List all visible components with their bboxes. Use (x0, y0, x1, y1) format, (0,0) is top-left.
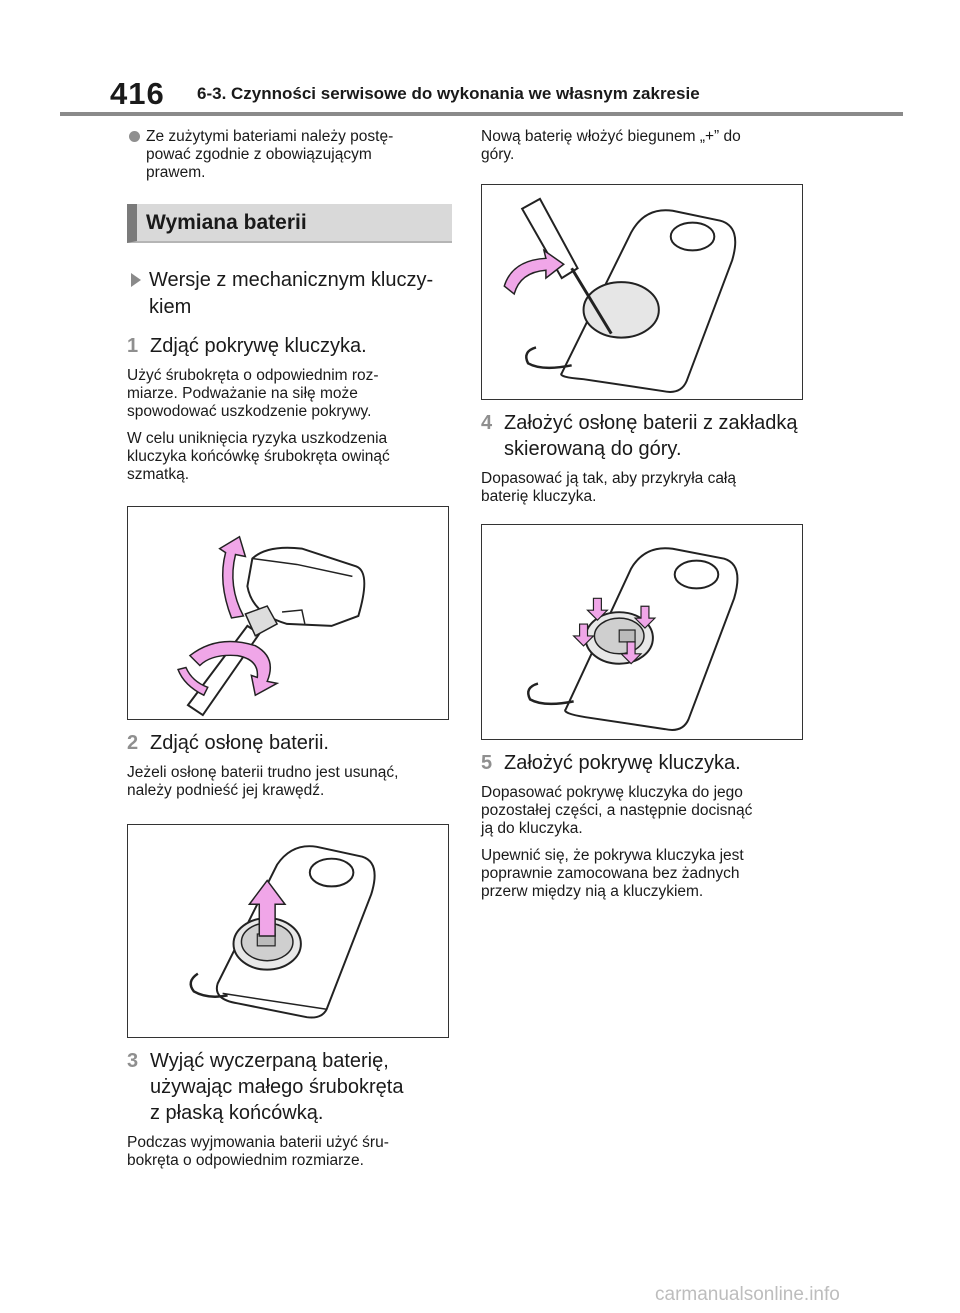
disposal-text: Ze zużytymi bateriami należy postę- powa… (146, 128, 394, 181)
step-1-text-1: Użyć śrubokręta o odpowiednim roz- miarz… (127, 367, 379, 420)
step-number: 3 (127, 1050, 139, 1072)
page-header: 416 6-3. Czynności serwisowe do wykonani… (0, 0, 960, 116)
step-4-text: Dopasować ją tak, aby przykryła całą bat… (481, 470, 737, 505)
key-lift-battery-cover-illustration (189, 845, 376, 1019)
step-3-heading: 3 Wyjąć wyczerpaną baterię, używając mał… (127, 1048, 452, 1126)
right-column: Nową baterię włożyć biegunem „+” do góry… (481, 128, 806, 910)
variant-heading: Wersje z mechanicznym kluczy- kiem (127, 267, 452, 321)
step-4-heading: 4 Założyć osłonę baterii z zakładką skie… (481, 410, 806, 462)
section-title: Wymiana baterii (127, 204, 452, 243)
step-1-text-2: W celu uniknięcia ryzyka uszkodzenia klu… (127, 430, 390, 483)
chapter-title: 6-3. Czynności serwisowe do wykonania we… (197, 84, 700, 103)
variant-text: Wersje z mechanicznym kluczy- kiem (149, 269, 434, 318)
step-title: Zdjąć osłonę baterii. (150, 732, 329, 754)
step-title: Założyć osłonę baterii z zakładką skiero… (504, 412, 798, 460)
header-rule (60, 112, 903, 116)
left-column: Ze zużytymi bateriami należy postę- powa… (127, 128, 452, 1179)
step-3-text: Podczas wyjmowania baterii użyć śru- bok… (127, 1134, 389, 1169)
step-5-text-1: Dopasować pokrywę kluczyka do jego pozos… (481, 784, 753, 837)
step-title: Zdjąć pokrywę kluczyka. (150, 335, 367, 357)
key-pry-cover-illustration (177, 535, 366, 717)
step-number: 4 (481, 412, 493, 434)
step-1-heading: 1 Zdjąć pokrywę kluczyka. (127, 333, 452, 359)
triangle-marker-icon (131, 273, 141, 287)
step-2-heading: 2 Zdjąć osłonę baterii. (127, 730, 452, 756)
step-number: 5 (481, 752, 493, 774)
step-number: 2 (127, 732, 139, 754)
step-number: 1 (127, 335, 139, 357)
page-number: 416 (110, 76, 165, 111)
install-battery-cover-illustration (527, 547, 739, 731)
step-5-text-2: Upewnić się, że pokrywa kluczyka jest po… (481, 847, 744, 900)
figure-remove-battery-cover (127, 824, 449, 1038)
step-title: Wyjąć wyczerpaną baterię, używając małeg… (150, 1050, 404, 1124)
watermark: carmanualsonline.info (655, 1284, 840, 1305)
bullet-dot-icon (129, 131, 140, 142)
disposal-note: Ze zużytymi bateriami należy postę- powa… (127, 128, 452, 182)
figure-install-battery-cover (481, 524, 803, 740)
insert-battery-text: Nową baterię włożyć biegunem „+” do góry… (481, 128, 741, 163)
screwdriver-remove-battery-illustration (503, 197, 737, 393)
step-2-text: Jeżeli osłonę baterii trudno jest usunąć… (127, 764, 399, 799)
step-5-heading: 5 Założyć pokrywę kluczyka. (481, 750, 806, 776)
figure-remove-old-battery (481, 184, 803, 400)
figure-remove-cover (127, 506, 449, 720)
step-title: Założyć pokrywę kluczyka. (504, 752, 741, 774)
